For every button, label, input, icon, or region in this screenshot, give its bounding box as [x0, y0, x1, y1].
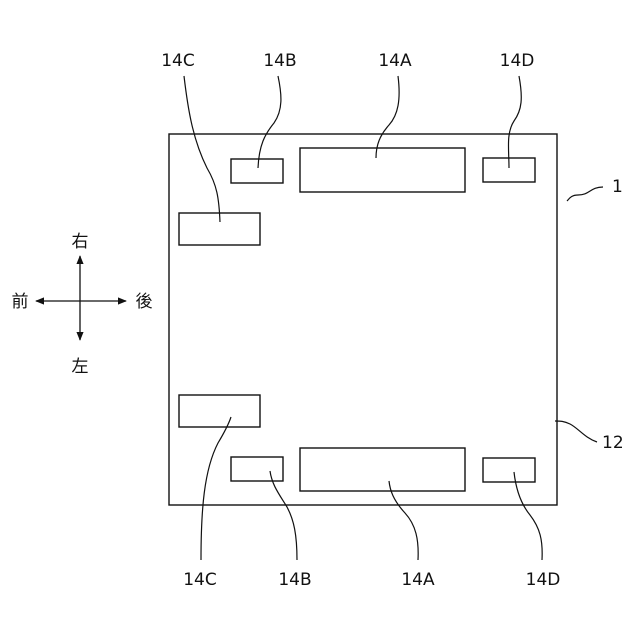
- label-ref-12: 12: [602, 433, 624, 453]
- component-14b-bottom: [231, 457, 283, 481]
- direction-rear-label: 後: [136, 292, 153, 312]
- label-14b-top: 14B: [263, 51, 296, 71]
- component-14a-top: [300, 148, 465, 192]
- component-14d-bottom: [483, 458, 535, 482]
- label-14c-bottom: 14C: [183, 570, 217, 590]
- label-ref-1: 1: [612, 177, 623, 197]
- label-14c-top: 14C: [161, 51, 195, 71]
- direction-front-label: 前: [12, 292, 29, 312]
- label-14a-bottom: 14A: [401, 570, 435, 590]
- label-14d-bottom: 14D: [526, 570, 561, 590]
- component-14c-bottom: [179, 395, 260, 427]
- component-14b-top: [231, 159, 283, 183]
- direction-left-label: 左: [72, 357, 89, 377]
- direction-right-label: 右: [72, 232, 89, 252]
- label-14a-top: 14A: [378, 51, 412, 71]
- leader-ref-12: [555, 421, 597, 442]
- label-14d-top: 14D: [500, 51, 535, 71]
- leader-ref-1: [567, 187, 603, 201]
- component-14a-bottom: [300, 448, 465, 491]
- label-14b-bottom: 14B: [278, 570, 311, 590]
